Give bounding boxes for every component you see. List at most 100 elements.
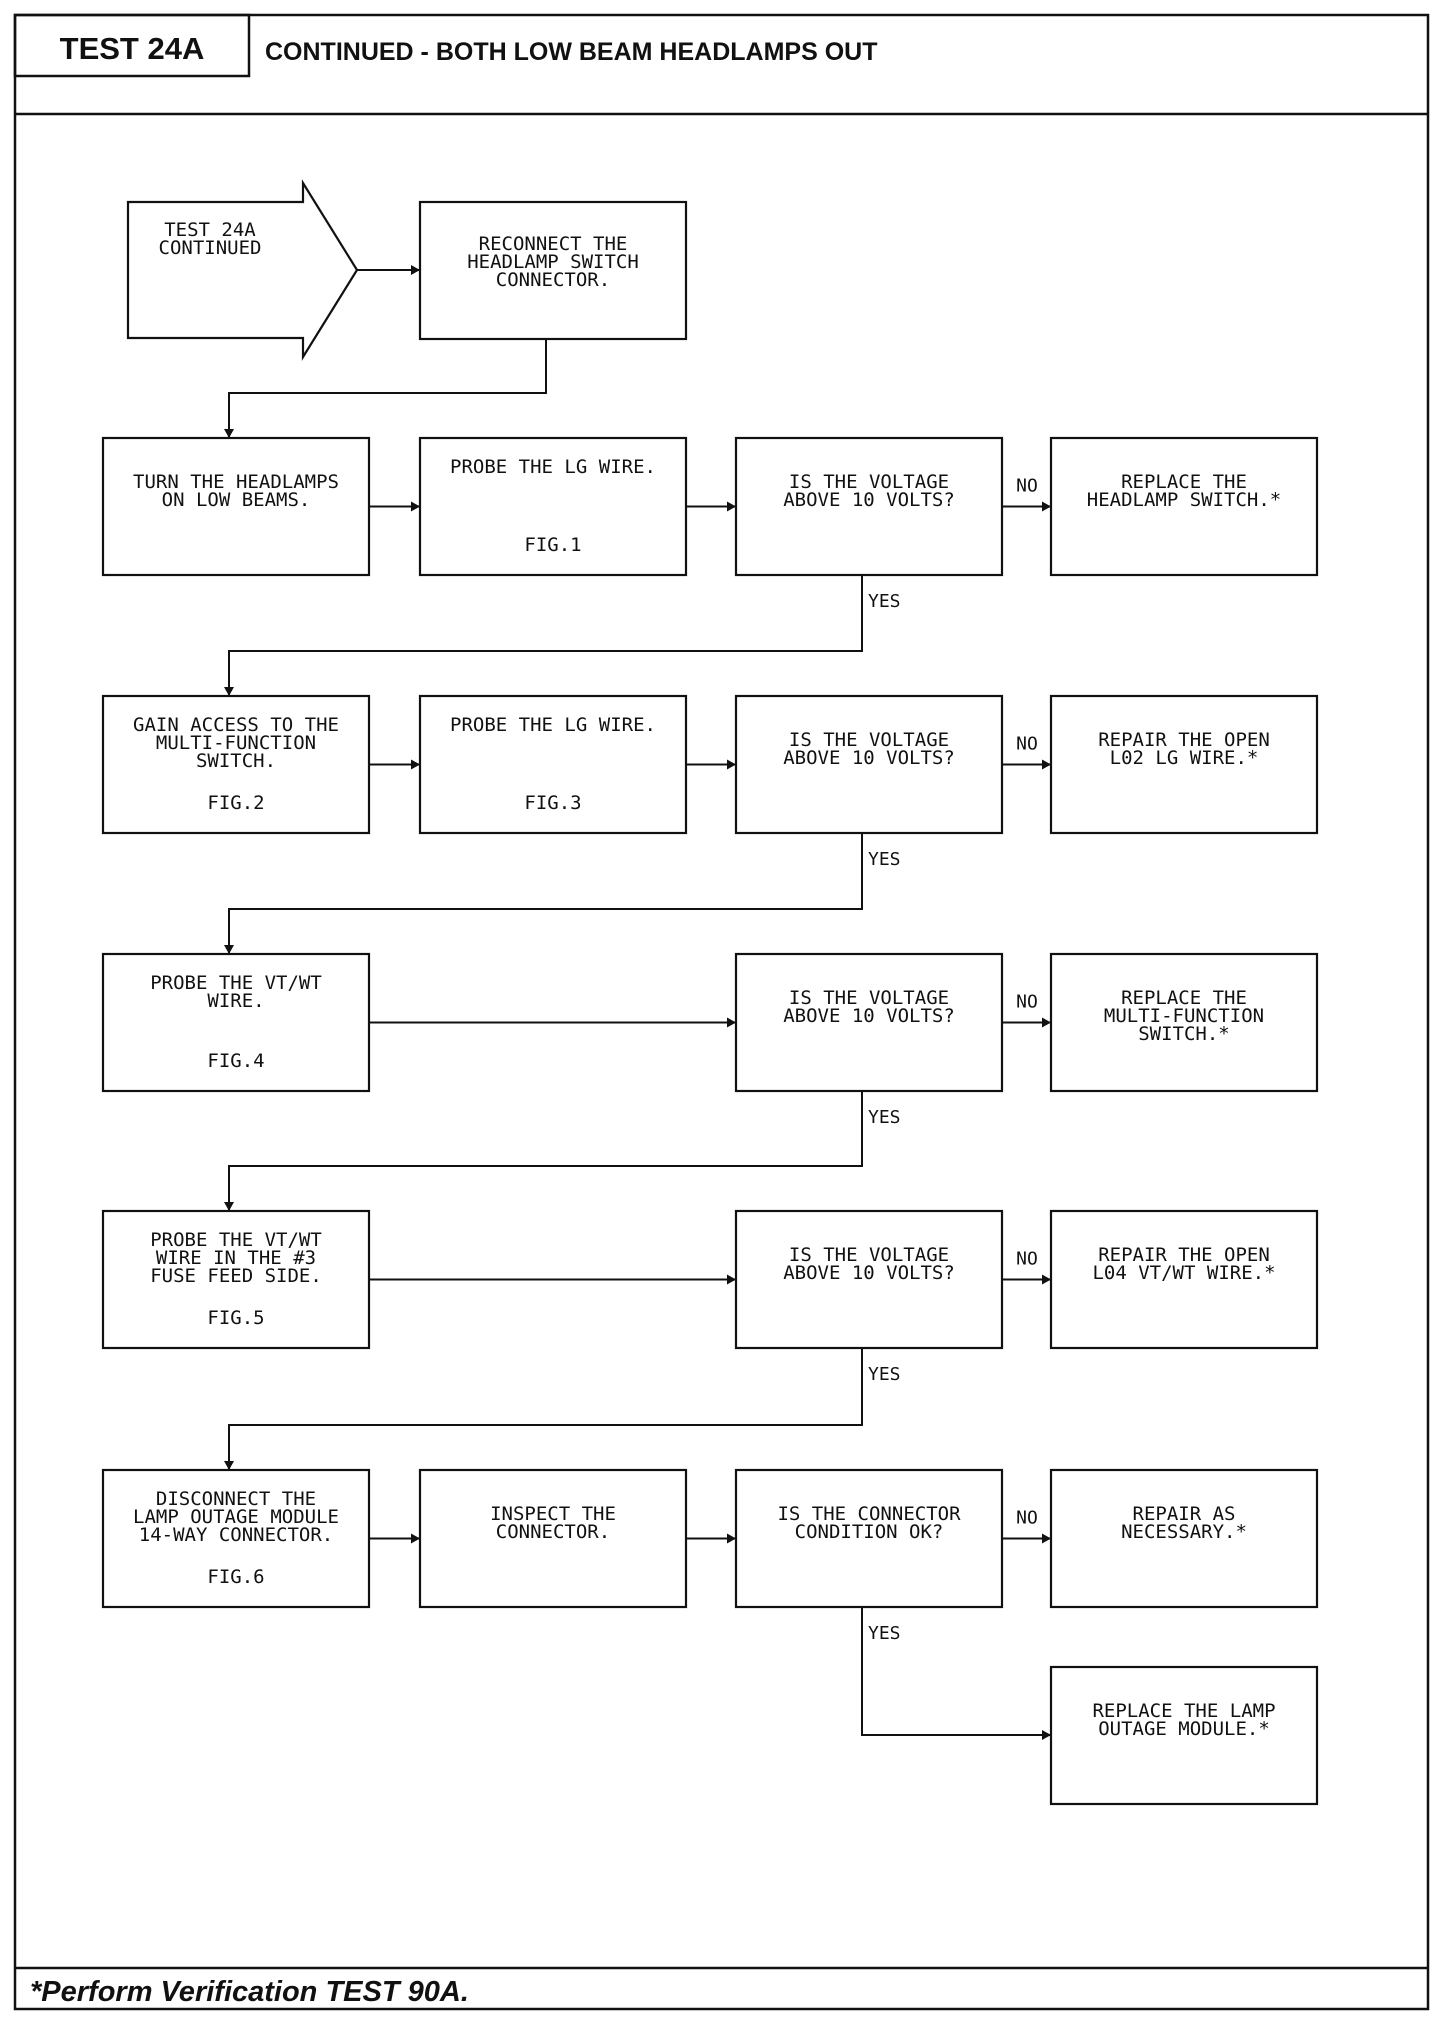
arrowhead [727, 1017, 736, 1028]
node-n1-line: HEADLAMP SWITCH [467, 251, 639, 273]
node-r2d-line: L02 LG WIRE.* [1110, 747, 1259, 769]
edge-line [228, 575, 863, 696]
arrowhead [727, 1274, 736, 1285]
node-box [1049, 952, 1319, 1093]
arrowhead [411, 265, 420, 275]
flow-edge-r3a-r3c [369, 1017, 736, 1028]
arrowhead [411, 501, 420, 512]
arrowhead [1042, 1730, 1051, 1740]
node-r5d-line: NECESSARY.* [1121, 1521, 1247, 1543]
arrowhead [411, 1533, 420, 1544]
edge-line [228, 833, 863, 954]
edge-line [228, 339, 547, 438]
figure-ref: FIG.1 [524, 534, 581, 556]
node-r1c-line: ABOVE 10 VOLTS? [783, 489, 955, 511]
flow-edge-r1c-r1d: NO [1002, 476, 1051, 512]
node-r3a-line: WIRE. [207, 990, 264, 1012]
node-r3d-line: MULTI-FUNCTION [1104, 1005, 1264, 1027]
figure-ref: FIG.6 [207, 1566, 264, 1588]
node-r5d-line: REPAIR AS [1133, 1503, 1236, 1525]
figure-ref: FIG.5 [207, 1307, 264, 1329]
node-r2a-line: SWITCH. [196, 750, 276, 772]
start-arrow-line: CONTINUED [159, 237, 262, 259]
flow-edge-r4c-r5a: YES [224, 1348, 901, 1470]
node-box [734, 694, 1004, 835]
node-box [101, 1209, 371, 1350]
node-box [734, 1209, 1004, 1350]
figure-ref: FIG.4 [207, 1050, 264, 1072]
node-r5c-line: IS THE CONNECTOR [777, 1503, 961, 1525]
test-label: TEST 24A [60, 31, 205, 66]
node-r4a-line: PROBE THE VT/WT [150, 1229, 322, 1251]
node-r1b-line: PROBE THE LG WIRE. [450, 456, 656, 478]
edge-label: NO [1016, 992, 1038, 1013]
node-r2c-line: ABOVE 10 VOLTS? [783, 747, 955, 769]
node-box [1049, 1665, 1319, 1806]
node-r6d-line: OUTAGE MODULE.* [1098, 1718, 1270, 1740]
node-r5c-line: CONDITION OK? [795, 1521, 944, 1543]
node-box [101, 952, 371, 1093]
edge-label: YES [868, 1107, 901, 1128]
node-box [418, 436, 688, 577]
node-box [101, 1468, 371, 1609]
flow-edge-start-n1 [357, 265, 420, 275]
node-box [418, 200, 688, 341]
node-box [101, 436, 371, 577]
flow-edge-r2a-r2b [369, 759, 420, 770]
test-label-box [13, 13, 251, 78]
flow-edge-r5c-r6d: YES [861, 1607, 1051, 1740]
start-arrow-shape [126, 179, 359, 361]
node-r3c-line: ABOVE 10 VOLTS? [783, 1005, 955, 1027]
node-r4a-line: WIRE IN THE #3 [156, 1247, 316, 1269]
edge-label: YES [868, 1623, 901, 1644]
node-r1a-line: TURN THE HEADLAMPS [133, 471, 339, 493]
edge-label: NO [1016, 476, 1038, 497]
node-r3c-line: IS THE VOLTAGE [789, 987, 949, 1009]
flow-edge-r1a-r1b [369, 501, 420, 512]
flow-edge-r2c-r2d: NO [1002, 734, 1051, 770]
node-r1c-line: IS THE VOLTAGE [789, 471, 949, 493]
edge-label: NO [1016, 734, 1038, 755]
figure-ref: FIG.3 [524, 792, 581, 814]
flow-edge-r5b-r5c [686, 1533, 736, 1544]
arrowhead [411, 759, 420, 770]
node-r2d-line: REPAIR THE OPEN [1098, 729, 1270, 751]
arrowhead [727, 501, 736, 512]
edge-label: NO [1016, 1249, 1038, 1270]
arrowhead [224, 429, 234, 438]
node-r2a-line: MULTI-FUNCTION [156, 732, 316, 754]
arrowhead [224, 1202, 234, 1211]
arrowhead [224, 687, 234, 696]
flow-edge-r3c-r4a: YES [224, 1091, 901, 1211]
arrowhead [1042, 1274, 1051, 1285]
edge-label: YES [868, 1364, 901, 1385]
arrowhead [1042, 1533, 1051, 1544]
node-r3d-line: REPLACE THE [1121, 987, 1247, 1009]
edge-line [861, 1607, 1051, 1736]
node-r2c-line: IS THE VOLTAGE [789, 729, 949, 751]
node-r1d-line: HEADLAMP SWITCH.* [1087, 489, 1281, 511]
node-n1-line: RECONNECT THE [479, 233, 628, 255]
node-r4a-line: FUSE FEED SIDE. [150, 1265, 322, 1287]
flow-edge-r4a-r4c [369, 1274, 736, 1285]
figure-ref: FIG.2 [207, 792, 264, 814]
edge-label: YES [868, 591, 901, 612]
arrowhead [1042, 759, 1051, 770]
node-r4c-line: IS THE VOLTAGE [789, 1244, 949, 1266]
node-r3d-line: SWITCH.* [1138, 1023, 1230, 1045]
